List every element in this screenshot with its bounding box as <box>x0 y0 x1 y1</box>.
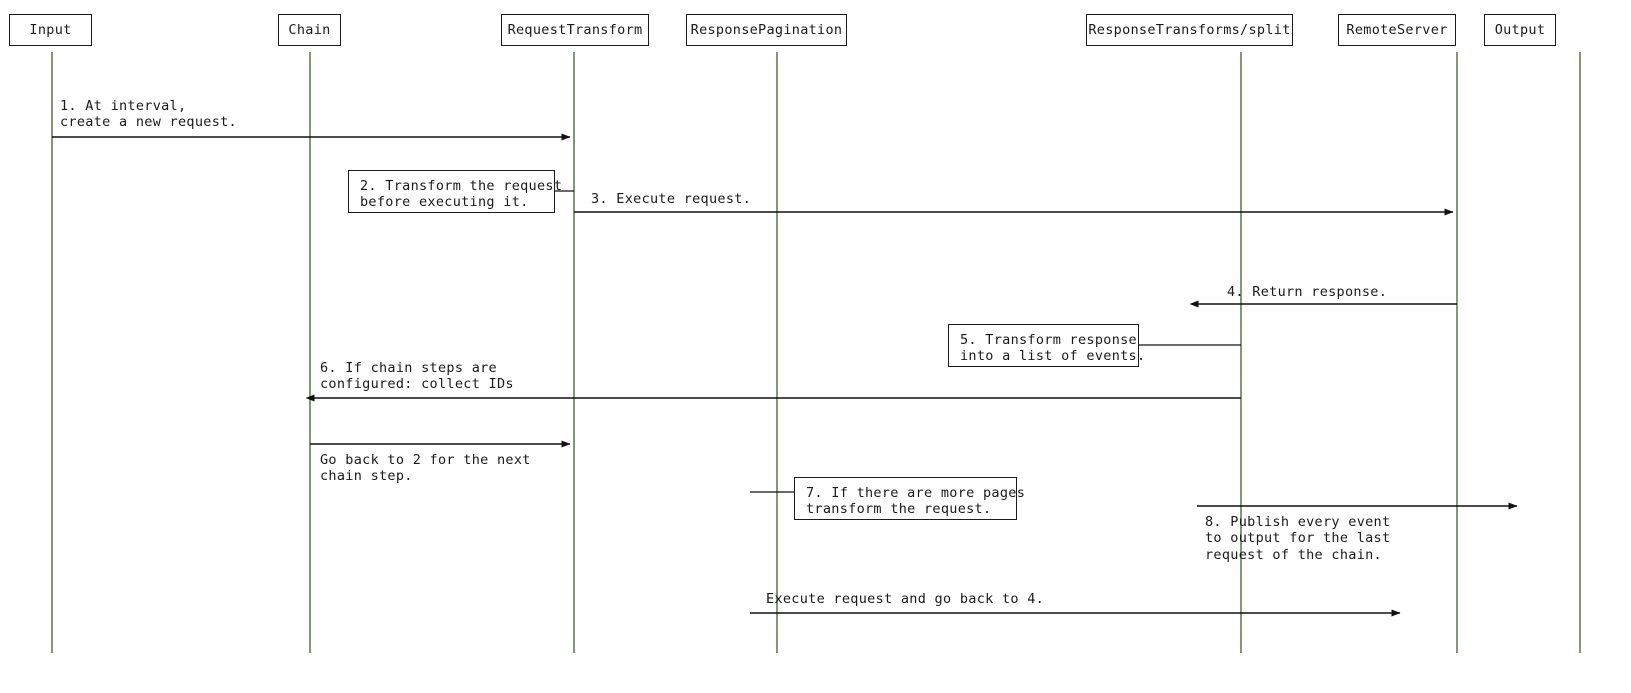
actor-label-output: Output <box>1494 22 1546 38</box>
note-text-n2: 2. Transform the request before executin… <box>360 178 563 211</box>
message-label-m_goback: Go back to 2 for the next chain step. <box>320 452 531 485</box>
note-text-n5: 5. Transform response into a list of eve… <box>960 332 1146 365</box>
actor-box-resppage[interactable]: ResponsePagination <box>686 14 847 46</box>
actor-label-resptrans: ResponseTransforms/split <box>1088 22 1291 38</box>
message-label-m1: 1. At interval, create a new request. <box>60 98 237 131</box>
note-text-n7: 7. If there are more pages transform the… <box>806 485 1026 518</box>
message-label-m6: 6. If chain steps are configured: collec… <box>320 360 514 393</box>
actor-label-reqtrans: RequestTransform <box>507 22 643 38</box>
actor-box-input[interactable]: Input <box>9 14 92 46</box>
actor-label-remote: RemoteServer <box>1346 22 1448 38</box>
actor-box-output[interactable]: Output <box>1484 14 1556 46</box>
actor-box-remote[interactable]: RemoteServer <box>1338 14 1456 46</box>
message-label-m3: 3. Execute request. <box>591 191 752 207</box>
note-box-n5[interactable]: 5. Transform response into a list of eve… <box>948 324 1145 367</box>
note-connectors-group <box>555 190 1241 493</box>
note-box-n2[interactable]: 2. Transform the request before executin… <box>348 170 562 213</box>
message-label-m_exec: Execute request and go back to 4. <box>766 591 1045 607</box>
lifelines-group <box>51 52 1581 653</box>
actor-box-resptrans[interactable]: ResponseTransforms/split <box>1086 14 1293 46</box>
actor-label-chain: Chain <box>288 22 331 38</box>
actor-box-chain[interactable]: Chain <box>278 14 341 46</box>
note-box-n7[interactable]: 7. If there are more pages transform the… <box>794 477 1025 520</box>
message-arrows-group <box>52 133 1518 617</box>
message-label-m4: 4. Return response. <box>1227 284 1388 300</box>
actor-box-reqtrans[interactable]: RequestTransform <box>501 14 649 46</box>
actor-label-input: Input <box>29 22 72 38</box>
actor-label-resppage: ResponsePagination <box>690 22 843 38</box>
message-label-m8: 8. Publish every event to output for the… <box>1205 514 1391 563</box>
